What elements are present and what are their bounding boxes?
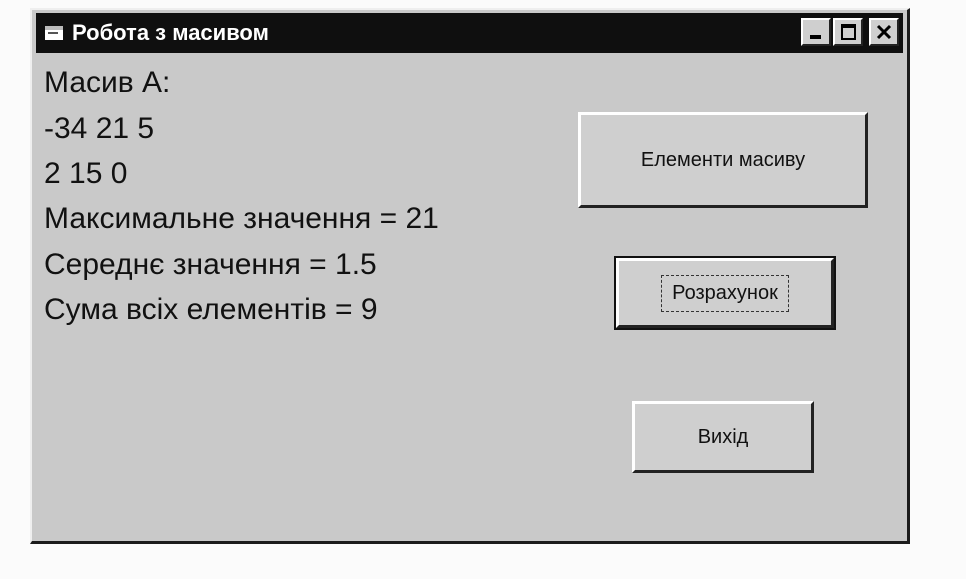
calculate-button[interactable]: Розрахунок <box>614 256 836 330</box>
array-label: Масив А: <box>44 66 171 99</box>
form-client-area: Масив А: -34 21 5 2 15 0 Максимальне зна… <box>36 55 903 537</box>
maximize-icon[interactable] <box>833 18 863 46</box>
window-controls <box>799 18 899 46</box>
window-title: Робота з масивом <box>72 20 269 45</box>
array-row-2: 2 15 0 <box>44 157 128 190</box>
minimize-icon[interactable] <box>801 18 831 46</box>
close-icon[interactable] <box>869 18 899 46</box>
sum-line: Сума всіх елементів = 9 <box>44 293 378 326</box>
calculate-button-label: Розрахунок <box>661 274 789 312</box>
app-window-icon <box>44 23 66 43</box>
app-window: Робота з масивом Масив А: -34 21 5 2 15 … <box>30 8 910 544</box>
max-value-line: Максимальне значення = 21 <box>44 202 439 235</box>
array-elements-button-label: Елементи масиву <box>640 148 806 171</box>
title-bar[interactable]: Робота з масивом <box>36 13 903 53</box>
exit-button-label: Вихід <box>697 425 749 448</box>
array-row-1: -34 21 5 <box>44 112 155 145</box>
exit-button[interactable]: Вихід <box>632 401 814 473</box>
average-value-line: Середнє значення = 1.5 <box>44 248 377 281</box>
array-elements-button[interactable]: Елементи масиву <box>578 112 868 208</box>
